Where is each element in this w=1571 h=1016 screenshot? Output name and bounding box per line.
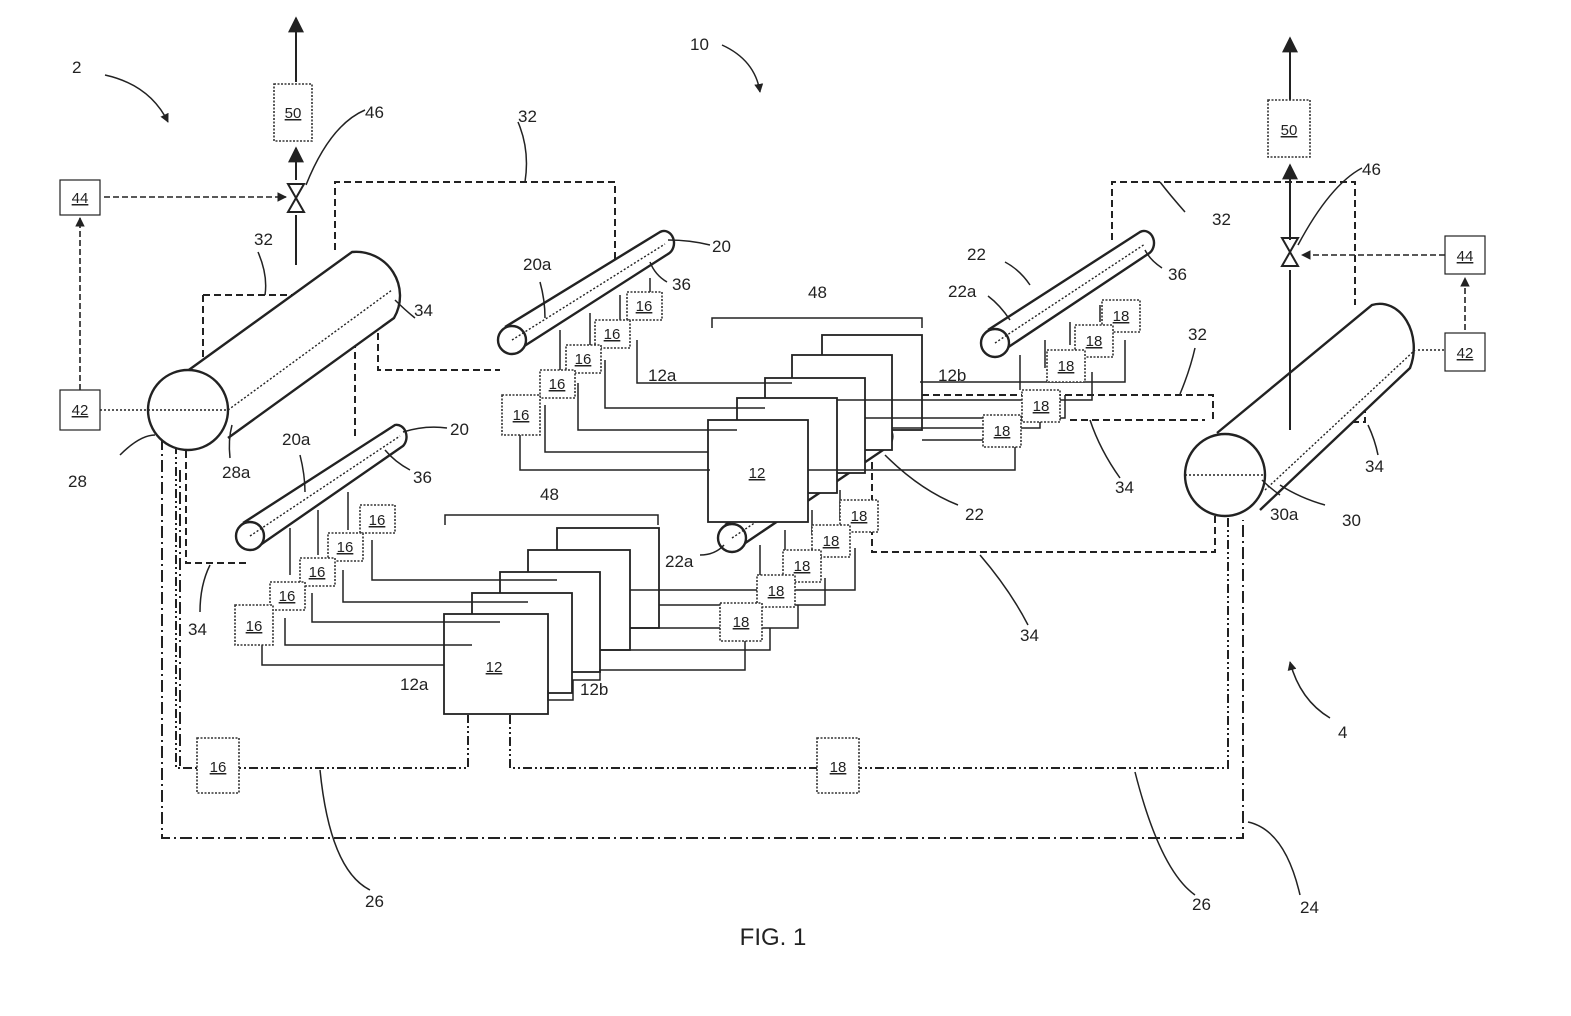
box-12-bottom: 12 bbox=[486, 659, 503, 676]
svg-text:16: 16 bbox=[369, 512, 386, 529]
ref-36-right: 36 bbox=[1168, 265, 1187, 284]
svg-text:18: 18 bbox=[1033, 398, 1050, 415]
ref-48-bottom: 48 bbox=[540, 485, 559, 504]
ref-32-right-top: 32 bbox=[1212, 210, 1231, 229]
box-42-left: 42 bbox=[60, 390, 100, 430]
svg-text:18: 18 bbox=[851, 508, 868, 525]
svg-text:18: 18 bbox=[794, 558, 811, 575]
ref-26-left: 26 bbox=[365, 892, 384, 911]
svg-text:18: 18 bbox=[830, 759, 847, 776]
ref-28: 28 bbox=[68, 472, 87, 491]
svg-text:16: 16 bbox=[575, 351, 592, 368]
ref-20a-top: 20a bbox=[523, 255, 552, 274]
svg-text:16: 16 bbox=[604, 326, 621, 343]
svg-text:18: 18 bbox=[1058, 358, 1075, 375]
box-16-loop: 16 bbox=[197, 738, 239, 793]
ref-20-top: 20 bbox=[712, 237, 731, 256]
cell-stack-48-bottom bbox=[444, 528, 659, 714]
brace-48-top bbox=[712, 318, 922, 328]
ref-32-top: 32 bbox=[518, 107, 537, 126]
ref-48-top: 48 bbox=[808, 283, 827, 302]
ref-32-right-mid: 32 bbox=[1188, 325, 1207, 344]
svg-text:16: 16 bbox=[513, 407, 530, 424]
ref-22a-bottom: 22a bbox=[665, 552, 694, 571]
svg-text:16: 16 bbox=[210, 759, 227, 776]
svg-text:16: 16 bbox=[246, 618, 263, 635]
ref-34-left-bottom: 34 bbox=[188, 620, 207, 639]
ref-22-bottom: 22 bbox=[965, 505, 984, 524]
box-44-right: 44 bbox=[1445, 236, 1485, 274]
ref-2: 2 bbox=[72, 58, 81, 77]
ref-24: 24 bbox=[1300, 898, 1319, 917]
ref-32-left: 32 bbox=[254, 230, 273, 249]
ref-12a-bottom: 12a bbox=[400, 675, 429, 694]
ref-46-right: 46 bbox=[1362, 160, 1381, 179]
svg-text:16: 16 bbox=[549, 376, 566, 393]
box-42-right: 42 bbox=[1445, 333, 1485, 371]
tube-22-top bbox=[981, 231, 1154, 357]
tank-28 bbox=[148, 252, 400, 450]
box-44-left: 44 bbox=[60, 180, 100, 215]
box-18-loop: 18 bbox=[817, 738, 859, 793]
ref-22-top: 22 bbox=[967, 245, 986, 264]
ref-46-left: 46 bbox=[365, 103, 384, 122]
svg-text:42: 42 bbox=[1457, 345, 1474, 362]
svg-text:50: 50 bbox=[1281, 122, 1298, 139]
ref-12a-top: 12a bbox=[648, 366, 677, 385]
ref-34-left-top: 34 bbox=[414, 301, 433, 320]
svg-text:12: 12 bbox=[486, 659, 503, 676]
ref-30: 30 bbox=[1342, 511, 1361, 530]
ref-34-right-mid: 34 bbox=[1115, 478, 1134, 497]
ref-28a: 28a bbox=[222, 463, 251, 482]
ref-36-bottom: 36 bbox=[413, 468, 432, 487]
svg-text:18: 18 bbox=[1113, 308, 1130, 325]
ref-34-bottom: 34 bbox=[1020, 626, 1039, 645]
svg-text:18: 18 bbox=[823, 533, 840, 550]
ref-36-top: 36 bbox=[672, 275, 691, 294]
svg-text:16: 16 bbox=[309, 564, 326, 581]
box-50-left: 50 bbox=[274, 84, 312, 141]
ref-26-right: 26 bbox=[1192, 895, 1211, 914]
brace-48-bottom bbox=[445, 515, 658, 525]
ref-10: 10 bbox=[690, 35, 709, 54]
svg-text:16: 16 bbox=[279, 588, 296, 605]
svg-text:12: 12 bbox=[749, 465, 766, 482]
ref-12b-top: 12b bbox=[938, 366, 966, 385]
ref-22a-top: 22a bbox=[948, 282, 977, 301]
svg-text:44: 44 bbox=[1457, 248, 1474, 265]
figure-caption: FIG. 1 bbox=[740, 924, 807, 951]
ref-34-right: 34 bbox=[1365, 457, 1384, 476]
svg-text:50: 50 bbox=[285, 105, 302, 122]
ref-12b-bottom: 12b bbox=[580, 680, 608, 699]
ref-20a-bottom: 20a bbox=[282, 430, 311, 449]
svg-text:42: 42 bbox=[72, 402, 89, 419]
svg-text:18: 18 bbox=[768, 583, 785, 600]
svg-text:44: 44 bbox=[72, 190, 89, 207]
ref-30a: 30a bbox=[1270, 505, 1299, 524]
svg-text:18: 18 bbox=[994, 423, 1011, 440]
svg-text:16: 16 bbox=[636, 298, 653, 315]
tank-30 bbox=[1185, 304, 1415, 516]
ref-4: 4 bbox=[1338, 723, 1347, 742]
svg-text:18: 18 bbox=[733, 614, 750, 631]
box-50-right: 50 bbox=[1268, 100, 1310, 157]
box-12-top: 12 bbox=[749, 465, 766, 482]
svg-text:16: 16 bbox=[337, 539, 354, 556]
svg-text:18: 18 bbox=[1086, 333, 1103, 350]
ref-20-bottom: 20 bbox=[450, 420, 469, 439]
